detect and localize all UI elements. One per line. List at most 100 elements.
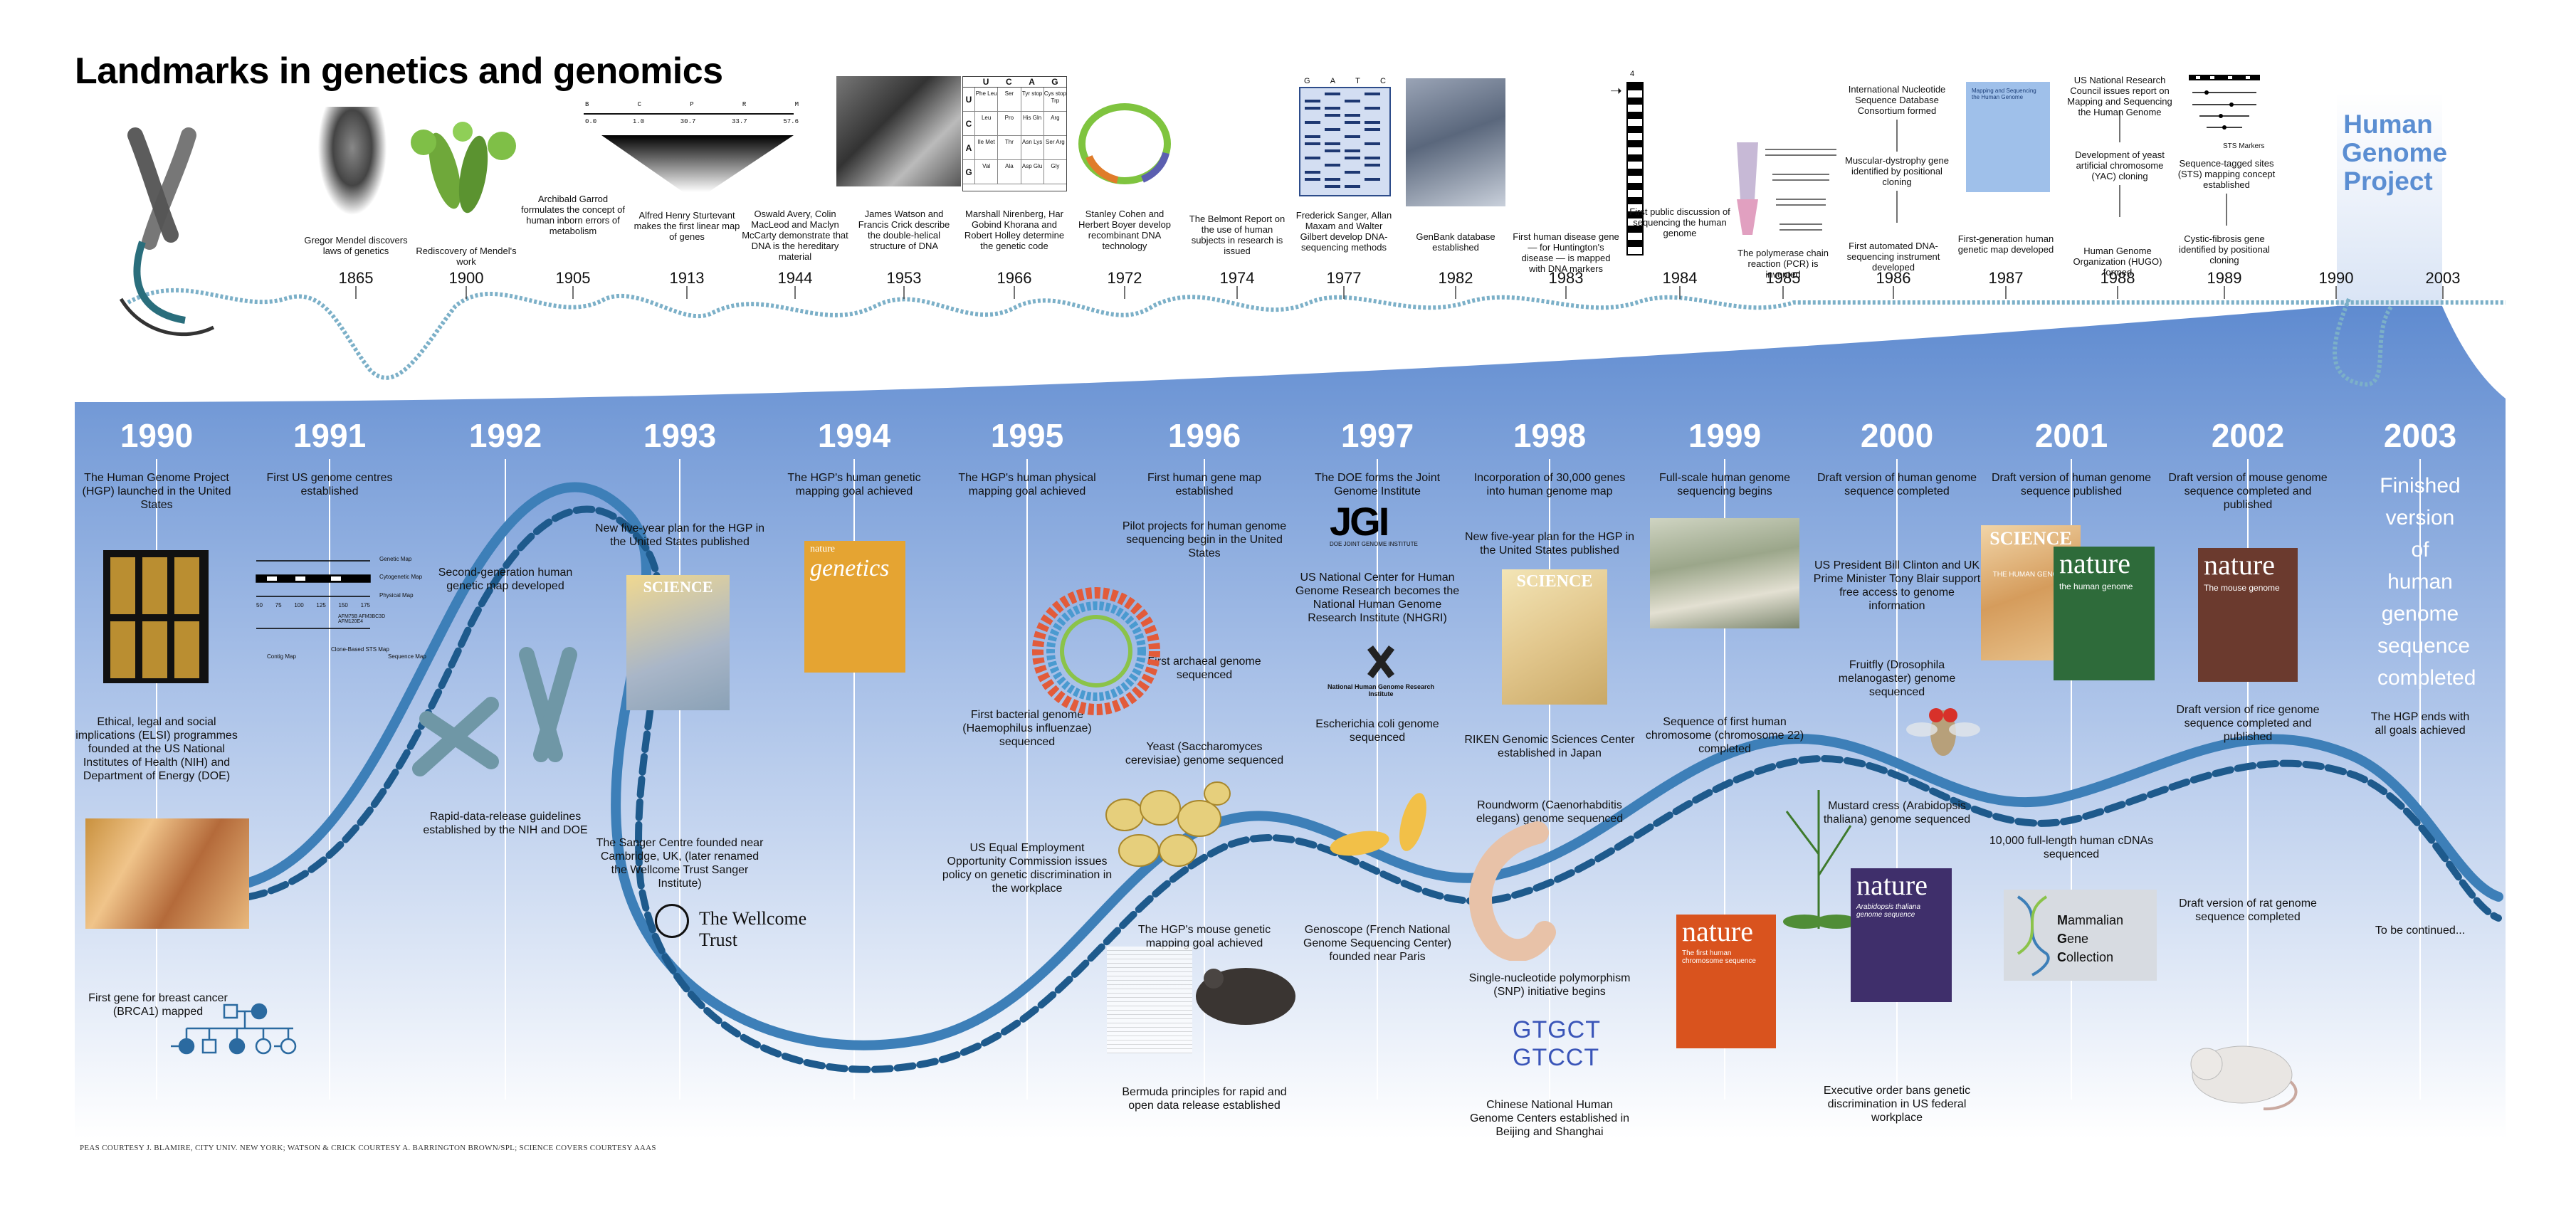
bottom-event-1996a: First human gene map established: [1147, 472, 1262, 497]
bottom-event-1998e: Single-nucleotide polymorphism (SNP) ini…: [1468, 972, 1631, 998]
code-cell: Pro: [997, 112, 1020, 135]
bottom-event-1999b: Sequence of first human chromosome (chro…: [1645, 716, 1804, 755]
top-event-1974: The Belmont Report on the use of human s…: [1189, 214, 1286, 256]
gel-band: [1305, 157, 1320, 159]
chromosome-4-label: 4: [1630, 70, 1635, 78]
yeast-cell-icon: [1105, 781, 1231, 867]
top-year-1913: 1913: [669, 269, 705, 287]
nhgri-helix-icon: [1367, 646, 1394, 678]
gel-bands-icon: [1305, 93, 1380, 188]
gel-band: [1305, 121, 1320, 124]
snp-sequence-top: GTGCT: [1513, 1016, 1601, 1043]
bottom-tick-lines: [156, 459, 2421, 1100]
top-year-1905: 1905: [555, 269, 591, 287]
nature-cover-2002: nature The mouse genome: [2198, 548, 2298, 682]
peas-illustration: [402, 114, 523, 221]
sequencing-lab-photo: [1650, 518, 1799, 628]
hgp-rope-spiral: [2333, 297, 2394, 387]
bottom-event-1995b: First bacterial genome (Haemophilus infl…: [962, 709, 1092, 748]
code-cell: Phe Leu: [974, 88, 997, 111]
nature-cover-2000-sub: Arabidopsis thaliana genome sequence: [1856, 903, 1921, 919]
bottom-event-1993b: The Sanger Centre founded near Cambridge…: [596, 837, 764, 890]
ecoli-illustration: [1324, 783, 1445, 868]
bottom-event-1998f: Chinese National Human Genome Centers es…: [1469, 1099, 1630, 1138]
sequencing-gel: [1299, 87, 1391, 196]
gel-band: [1365, 157, 1380, 159]
top-event-1953: James Watson and Francis Crick describe …: [858, 209, 950, 251]
bottom-event-1995a: The HGP's human physical mapping goal ac…: [958, 472, 1096, 497]
mouse-icon: [1196, 968, 1295, 1025]
lane-a: A: [1330, 77, 1336, 85]
code-row-head: U: [965, 94, 972, 105]
map-number: 75: [275, 602, 282, 608]
bottom-event-1990a: The Human Genome Project (HGP) launched …: [82, 472, 231, 511]
top-event-1988: Human Genome Organization (HUGO) formed: [2073, 246, 2162, 278]
map-tick-r: R: [742, 101, 747, 108]
lane-g: G: [1304, 77, 1310, 85]
map-number: 150: [338, 602, 348, 608]
bottom-year-1997: 1997: [1340, 417, 1414, 454]
mouse-photo: [1189, 954, 1303, 1032]
bottom-event-2002b: Draft version of rice genome sequence co…: [2176, 704, 2320, 743]
code-cell: Asp Glu: [1020, 160, 1043, 184]
top-event-1905: Archibald Garrod formulates the concept …: [521, 194, 625, 236]
code-header: U C A G: [963, 77, 1066, 88]
code-cell: Arg: [1043, 112, 1066, 135]
mendel-portrait: [313, 107, 391, 224]
gel-band: [1305, 178, 1320, 181]
wellcome-logo-text: The Wellcome Trust: [699, 908, 807, 950]
nature-masthead-2000: nature: [1856, 869, 1928, 901]
nature-cover-2000: nature Arabidopsis thaliana genome seque…: [1851, 868, 1952, 1002]
bottom-event-2003a: The HGP ends with all goals achieved: [2370, 711, 2470, 737]
chromosome-illustration: [119, 127, 215, 337]
map-label-sequence: Sequence Map: [388, 653, 426, 660]
sts-markers-label: STS Markers: [2223, 142, 2265, 150]
sts-markers-diagram: [2189, 75, 2267, 149]
map-num: 1.0: [632, 118, 645, 125]
yeast-cells: [1096, 779, 1239, 879]
bottom-event-1996c: First archaeal genome sequenced: [1147, 655, 1261, 681]
page-title: Landmarks in genetics and genomics: [75, 51, 723, 92]
snp-graphic: GTGCT GTCCT: [1513, 1016, 1601, 1073]
gel-band: [1305, 142, 1320, 145]
top-event-1986b: Muscular-dystrophy gene identified by po…: [1845, 155, 1949, 187]
top-event-1989: Cystic-fibrosis gene identified by posit…: [2179, 233, 2270, 265]
report-pages-icon: [110, 557, 199, 678]
code-cell: Asn Lys: [1020, 136, 1043, 159]
nature-genetics-cover: nature genetics: [804, 541, 905, 673]
nature-genetics-masthead: genetics: [810, 555, 890, 581]
watson-crick-photo: [836, 76, 961, 186]
snp-sequence-bottom: GTCCT: [1513, 1044, 1600, 1071]
mgc-letter-m: M: [2057, 913, 2068, 927]
nature-masthead-1999: nature: [1682, 915, 1753, 947]
plant-icon: [1783, 790, 1858, 929]
wellcome-seal-icon: [655, 904, 689, 938]
map-label-physical: Physical Map: [379, 592, 414, 599]
bottom-event-1997b: US National Center for Human Genome Rese…: [1295, 571, 1460, 624]
fruitfly-illustration: [1904, 687, 1982, 765]
gel-band: [1305, 135, 1320, 138]
bottom-event-1997c: Escherichia coli genome sequenced: [1315, 718, 1439, 744]
nature-cover-1999-sub: The first human chromosome sequence: [1682, 949, 1756, 965]
gel-band: [1325, 164, 1340, 167]
top-event-1966: Marshall Nirenberg, Har Gobind Khorana a…: [964, 209, 1065, 251]
top-event-1944: Oswald Avery, Colin MacLeod and Maclyn M…: [742, 209, 848, 262]
map-number: 50: [256, 602, 263, 608]
top-year-2003: 2003: [2425, 269, 2461, 287]
bottom-year-2001: 2001: [2034, 417, 2108, 454]
bottom-event-1998d: Roundworm (Caenorhabditis elegans) genom…: [1476, 799, 1624, 825]
bottom-event-1992a: Second-generation human genetic map deve…: [438, 567, 573, 592]
bottom-event-2000e: Executive order bans genetic discriminat…: [1823, 1085, 1971, 1124]
jgi-logo-sub: DOE JOINT GENOME INSTITUTE: [1330, 541, 1418, 547]
mgc-letter-g: G: [2057, 932, 2068, 946]
mgc-logo-text: Mammalian Gene Collection: [2057, 911, 2123, 966]
science-cover-1998: SCIENCE: [1502, 569, 1607, 705]
map-label-genetic: Genetic Map: [379, 556, 412, 562]
science-masthead-2001: SCIENCE: [1989, 528, 2072, 549]
bottom-year-2000: 2000: [1860, 417, 1934, 454]
jgi-logo: JGI DOE JOINT GENOME INSTITUTE: [1324, 498, 1438, 548]
map-levels-icon: [256, 560, 371, 629]
code-cell: Ile Met: [974, 136, 997, 159]
bottom-event-2000d: Mustard cress (Arabidopsis thaliana) gen…: [1823, 800, 1971, 826]
